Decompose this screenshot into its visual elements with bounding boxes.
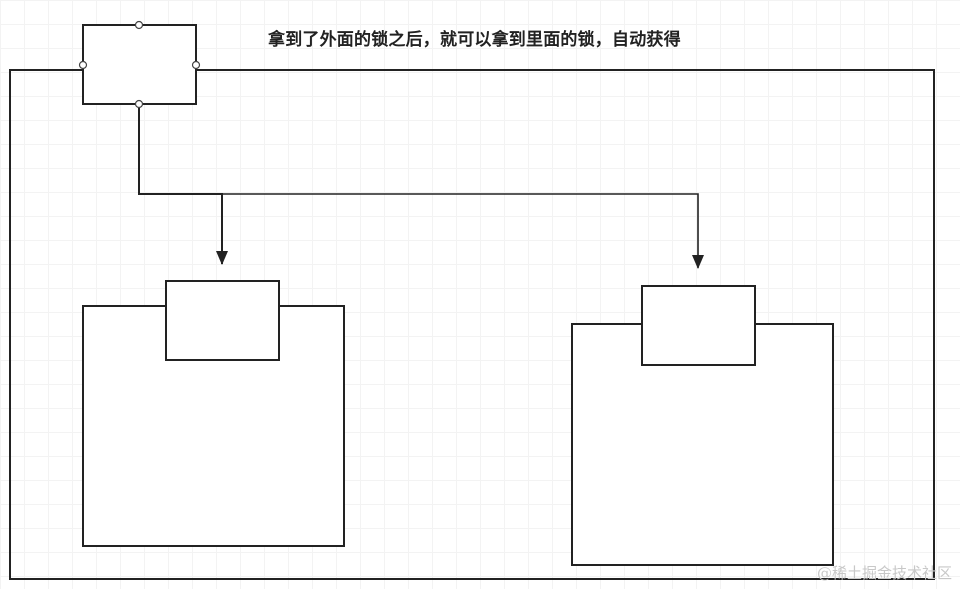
handle-bottom[interactable] xyxy=(134,99,144,109)
left-inner-lock-box[interactable] xyxy=(165,280,280,361)
right-inner-lock-box[interactable] xyxy=(641,285,756,366)
connector-right xyxy=(139,193,704,269)
diagram-caption: 拿到了外面的锁之后，就可以拿到里面的锁，自动获得 xyxy=(268,30,681,50)
handle-top[interactable] xyxy=(134,20,144,30)
connector-left xyxy=(138,108,228,265)
watermark: @稀土掘金技术社区 xyxy=(816,564,952,582)
handle-right[interactable] xyxy=(191,60,201,70)
outer-lock-box[interactable] xyxy=(82,24,197,105)
handle-left[interactable] xyxy=(78,60,88,70)
outer-container xyxy=(9,69,935,580)
